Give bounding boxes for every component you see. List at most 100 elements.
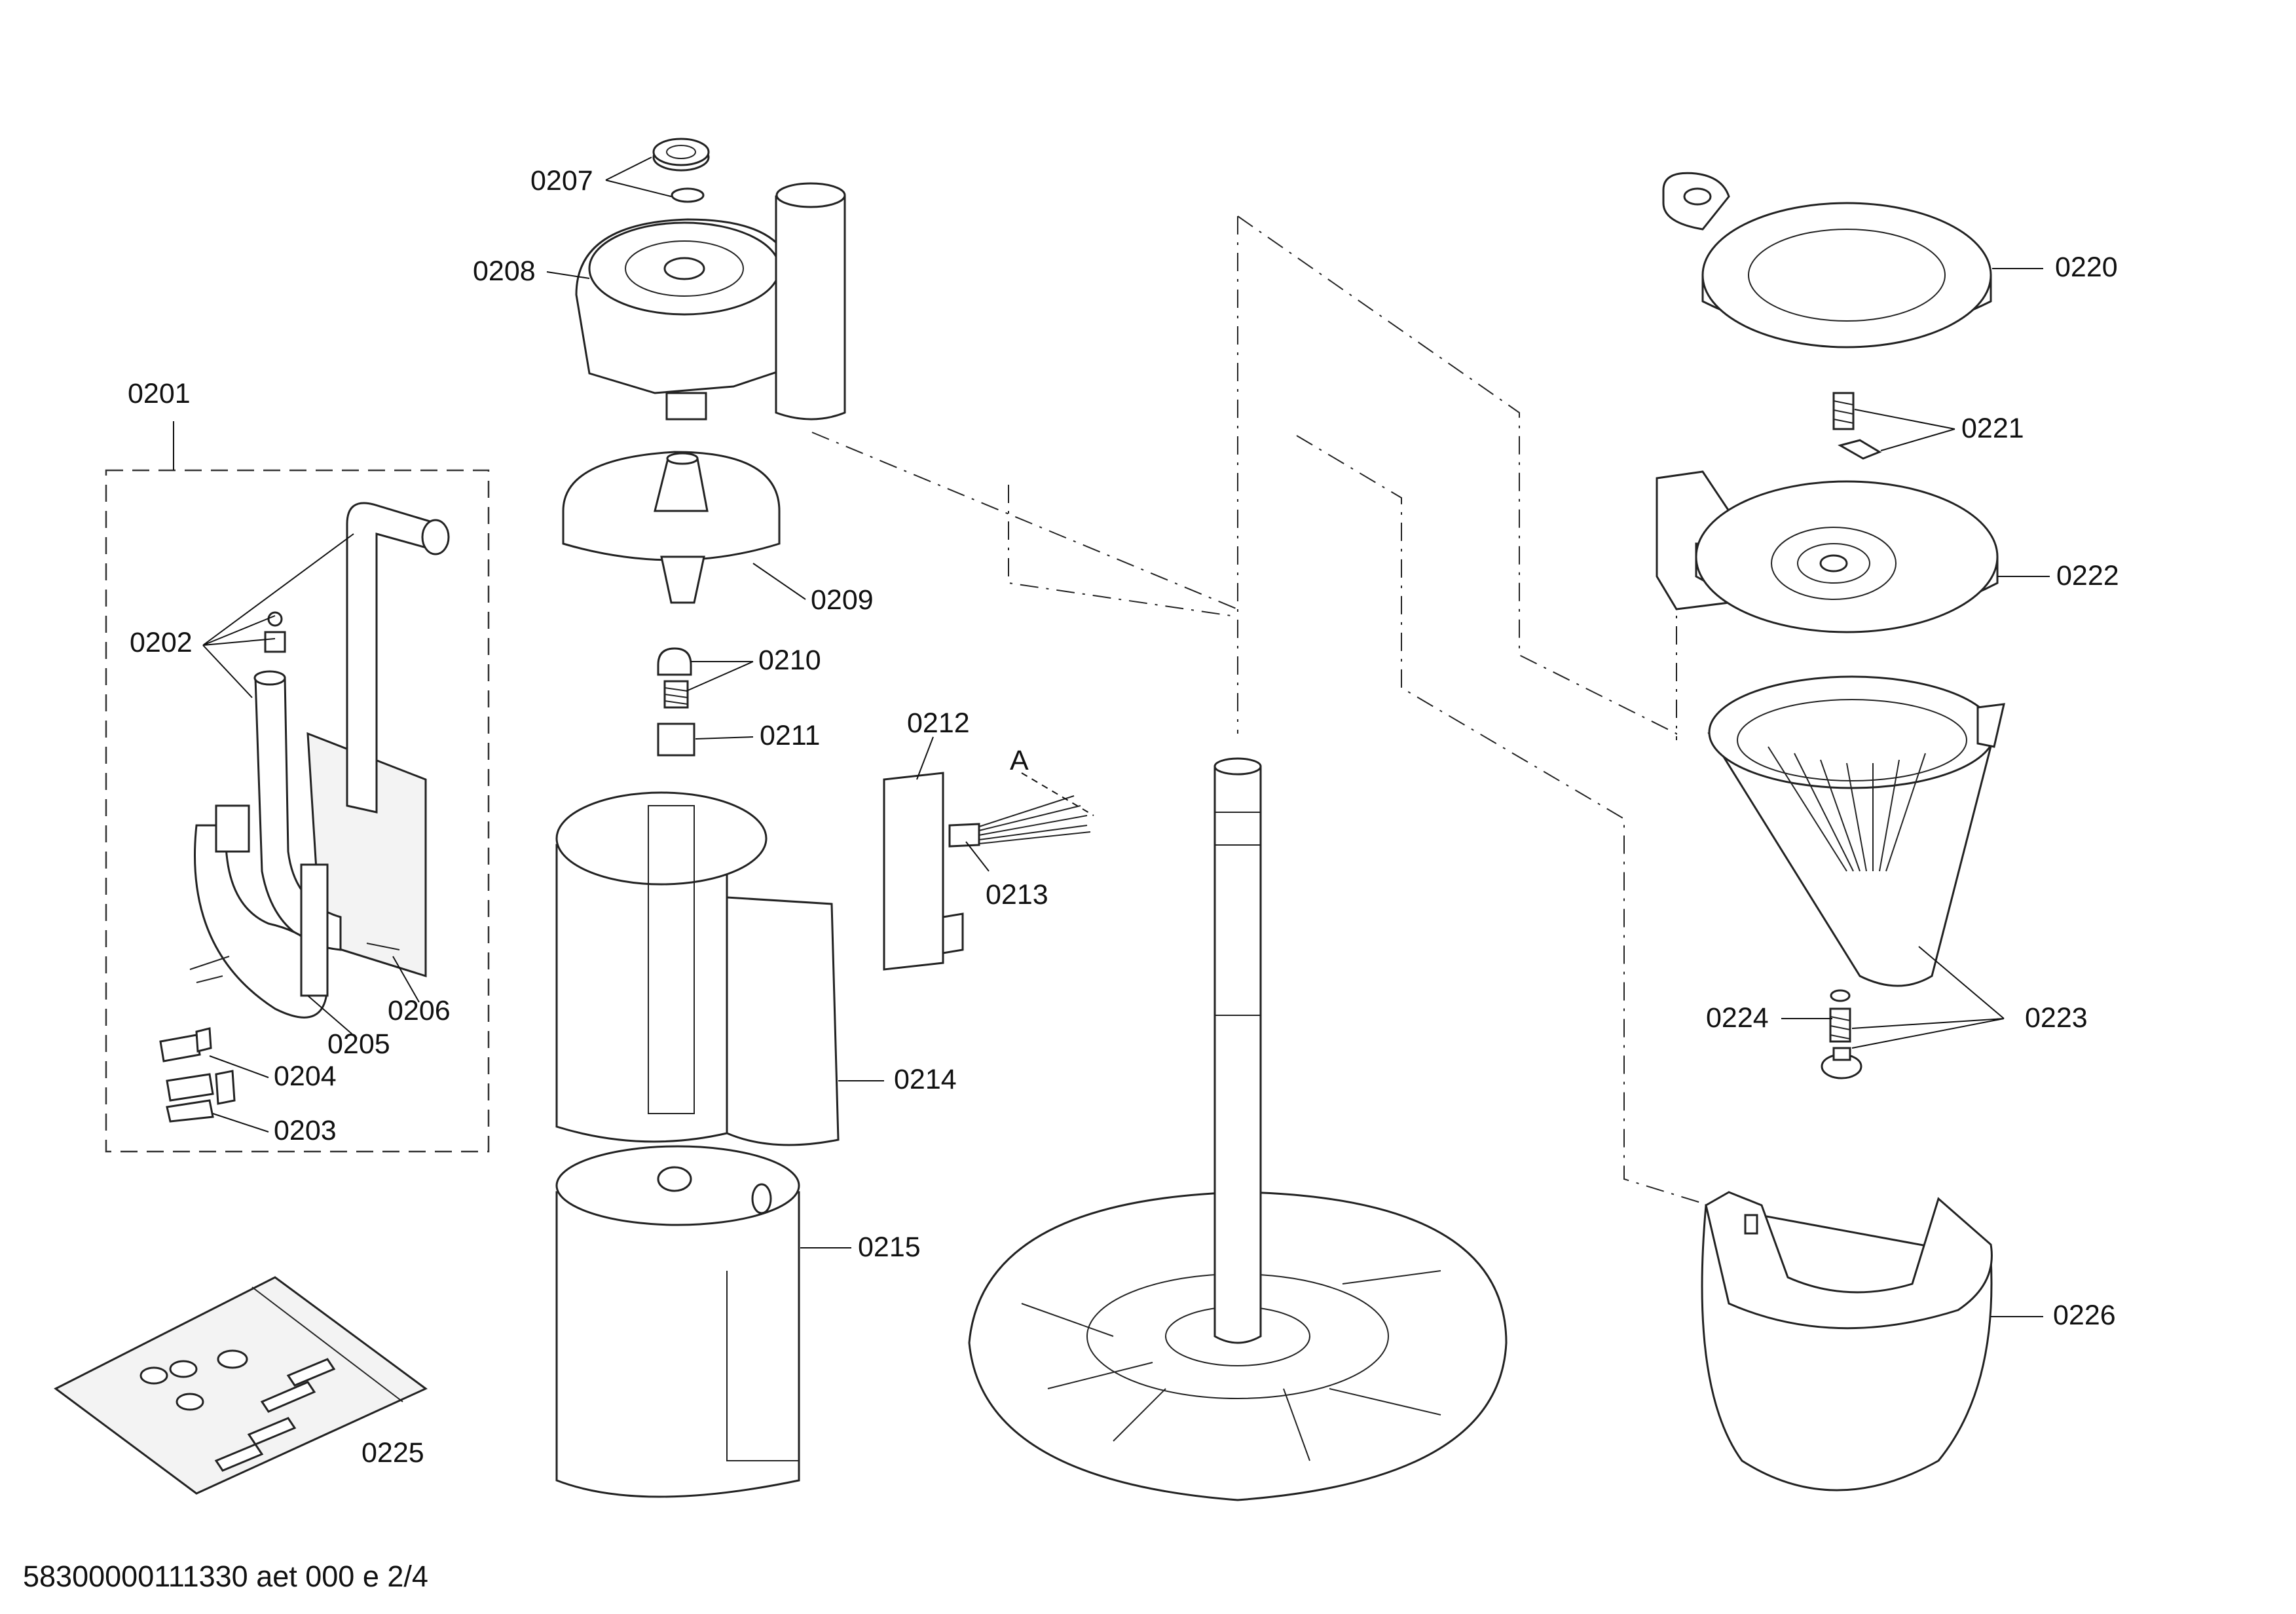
thermostats	[159, 1027, 236, 1123]
board-connector	[942, 912, 964, 954]
filter-cone-body	[1707, 732, 1995, 987]
filter-cone-rim	[1708, 675, 1996, 789]
label-0203: 0203	[274, 1115, 337, 1146]
cup-slot-0226	[1744, 1214, 1758, 1235]
leader-0204	[209, 1055, 269, 1078]
riser-tube-top	[775, 182, 846, 208]
tube-inlet-end	[253, 670, 286, 686]
center-rod	[1213, 765, 1262, 1344]
housing-top-hole	[657, 1166, 692, 1192]
tube-inlet-0202	[254, 677, 342, 951]
tank-front-channel	[726, 896, 840, 1146]
heating-pipe-0205	[300, 863, 329, 997]
leader-0208	[546, 271, 590, 279]
leader-0223	[1851, 946, 2005, 1049]
label-0210: 0210	[758, 645, 821, 676]
nut-1	[176, 1393, 204, 1411]
housing-body	[555, 1191, 800, 1498]
label-0207: 0207	[530, 165, 593, 197]
leader-0213	[965, 841, 990, 872]
leader-0207	[605, 157, 672, 197]
label-0212: 0212	[907, 707, 970, 739]
base-housing-0215	[555, 1145, 800, 1498]
holder-center	[1819, 554, 1848, 572]
nozzle-0202	[264, 631, 286, 653]
drip-stop-0224	[1821, 989, 1862, 1079]
filter-cone-ribs	[1768, 746, 1926, 872]
top-parts	[562, 138, 846, 604]
label-0223: 0223	[2025, 1002, 2088, 1034]
label-0220: 0220	[2055, 252, 2118, 283]
drip-valve-stem	[1832, 1047, 1851, 1061]
cup-rim-0226	[1705, 1191, 1993, 1330]
connector-mark: A	[1010, 745, 1029, 776]
leader-0221	[1854, 409, 1955, 451]
spray-head-core-top	[666, 452, 699, 465]
tank-body	[555, 844, 728, 1143]
filter-cone-0223	[1707, 675, 2005, 987]
assembly-line-warmer	[1296, 435, 1710, 1206]
spring-coils-0221	[1833, 400, 1854, 424]
filter-cone-inner	[1737, 699, 1967, 781]
thermostat-0204-clip	[195, 1027, 212, 1053]
knob-top-0207	[652, 138, 710, 166]
drawing-footer: 58300000111330 aet 000 e 2/4	[23, 1560, 428, 1593]
filter-holder-0222	[1656, 470, 1999, 633]
valve-parts	[657, 647, 695, 757]
label-0222: 0222	[2056, 560, 2119, 591]
assembly-line-tank	[811, 432, 1238, 610]
center-rod-marks	[1215, 812, 1261, 1016]
circuit-board-0212	[883, 772, 944, 971]
tube-end-0202	[421, 519, 450, 555]
control-board: A	[883, 745, 1094, 971]
wire-plug-0213	[948, 823, 980, 848]
thermostat-0203b	[166, 1099, 214, 1123]
label-0205: 0205	[327, 1028, 390, 1060]
washer-3	[217, 1349, 248, 1369]
label-0206: 0206	[388, 995, 451, 1026]
label-0224: 0224	[1706, 1002, 1769, 1034]
lid-inner-ring-0220	[1748, 229, 1946, 322]
base-plate-assembly	[968, 757, 1508, 1501]
screw-1	[260, 1381, 316, 1413]
lid-spout-0208	[665, 392, 707, 421]
leader-0211	[695, 736, 754, 740]
coil-connector	[215, 804, 250, 853]
valve-block-0211	[657, 723, 695, 757]
tank-rim	[555, 791, 768, 886]
wires-0213	[978, 795, 1091, 844]
label-0201: 0201	[128, 378, 191, 409]
screw-3	[247, 1417, 297, 1446]
thermostat-0203	[166, 1073, 214, 1102]
label-0204: 0204	[274, 1060, 337, 1092]
label-0215: 0215	[858, 1231, 921, 1263]
heating-element-assembly	[189, 502, 450, 1019]
housing-side-hole	[751, 1183, 772, 1214]
thermostat-0204	[159, 1034, 201, 1062]
label-0211: 0211	[760, 720, 820, 751]
holder-spiral-outer	[1771, 527, 1897, 600]
screw-2	[286, 1358, 336, 1387]
label-0213: 0213	[986, 879, 1048, 910]
valve-spring-0210	[663, 680, 689, 709]
label-0202: 0202	[130, 627, 193, 658]
thermostat-0203-clip	[215, 1070, 236, 1105]
lid-top-0220	[1701, 202, 1992, 348]
ring-0207	[671, 187, 705, 203]
lid-valve-0208	[663, 257, 705, 280]
leader-0210	[686, 661, 754, 692]
warmer-cup-0226	[1701, 1191, 1993, 1492]
assembly-line-lid	[1237, 216, 1677, 740]
holder-spiral-inner	[1797, 543, 1870, 584]
holder-top-0222	[1695, 480, 1999, 633]
lid-handle-hole	[1683, 187, 1712, 206]
tank-inner-slot	[648, 805, 695, 1114]
part-labels: 0201 0202 0203 0204 0205 0206 0207 0208 …	[128, 165, 2119, 1469]
leader-lines	[173, 157, 2050, 1317]
riser-tube-0208	[775, 195, 846, 421]
leader-0205	[307, 995, 358, 1039]
leader-0209	[752, 563, 806, 600]
spring-coils-0210	[664, 687, 688, 705]
housing-cutout	[726, 1271, 799, 1461]
